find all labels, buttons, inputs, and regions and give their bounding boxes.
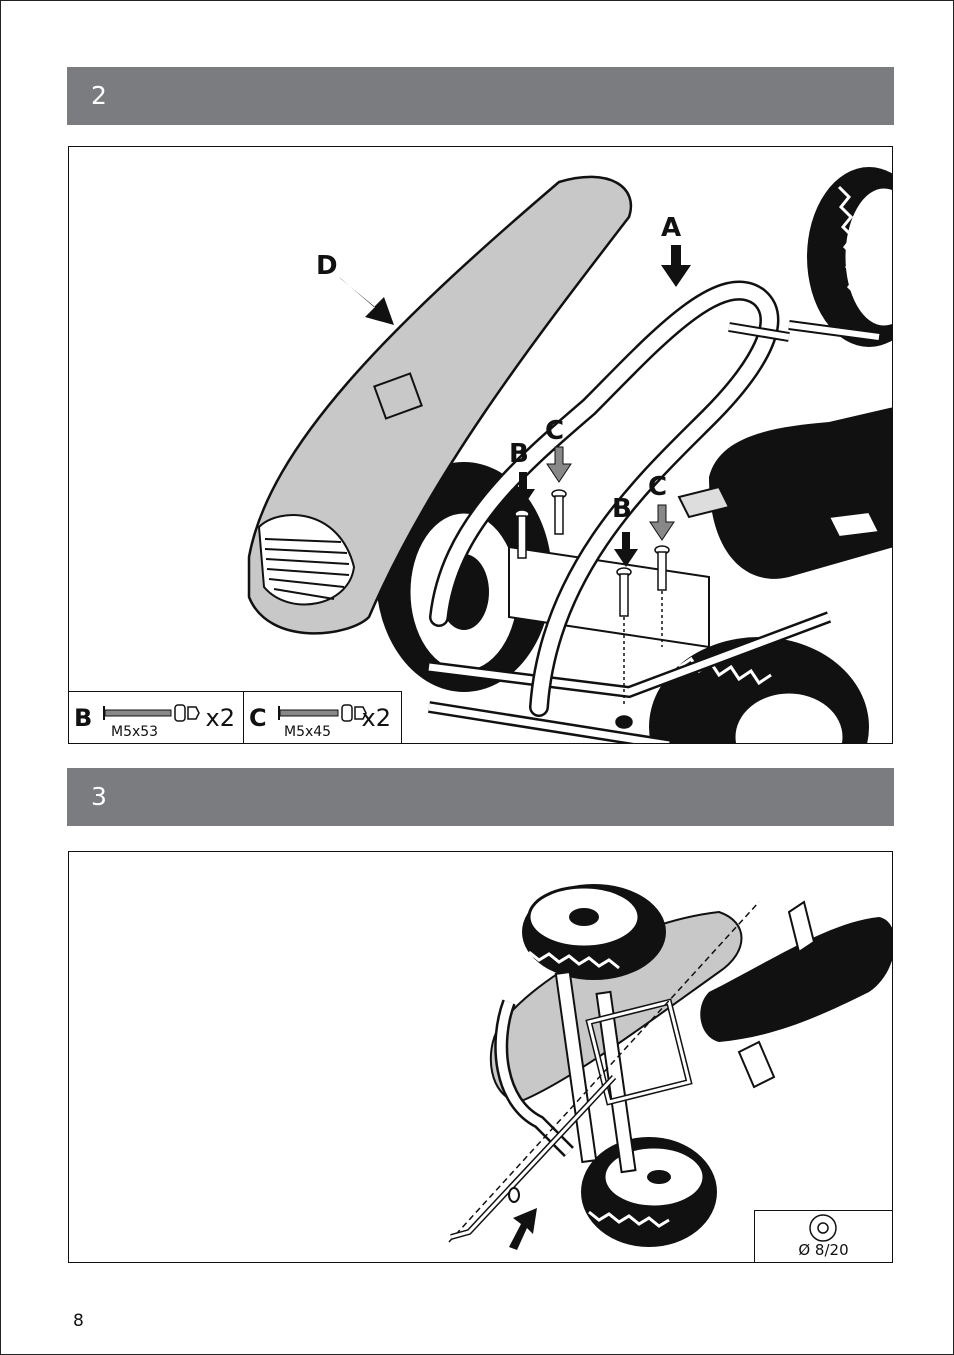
bottom-wheel bbox=[581, 1137, 717, 1247]
bolt-nut-icon bbox=[101, 702, 201, 726]
screw-size: M5x53 bbox=[111, 724, 158, 740]
rear-tyre-top bbox=[807, 167, 893, 347]
step-header-2: 2 bbox=[67, 67, 894, 125]
step-number: 2 bbox=[91, 81, 107, 110]
front-tyre-right bbox=[649, 637, 869, 744]
washer-legend: Ø 8/20 bbox=[754, 1210, 892, 1262]
step-2-assembly-drawing bbox=[69, 147, 893, 744]
part-c: C M5x45 x2 bbox=[244, 692, 399, 743]
screw-size: M5x45 bbox=[284, 724, 331, 740]
washer-size: Ø 8/20 bbox=[755, 1241, 892, 1259]
arrow-a-icon bbox=[661, 245, 691, 287]
step-3-illustration-panel: Ø 8/20 bbox=[68, 851, 893, 1263]
callout-b-1: B bbox=[509, 439, 529, 469]
washer-icon bbox=[808, 1213, 838, 1243]
step-2-illustration-panel: A D B C B C B M5x53 x2 C M5x45 x2 bbox=[68, 146, 893, 744]
top-wheel bbox=[522, 884, 666, 980]
step-number: 3 bbox=[91, 782, 107, 811]
part-qty: x2 bbox=[362, 704, 391, 732]
arrow-b2-icon bbox=[614, 532, 638, 567]
callout-b-2: B bbox=[612, 494, 632, 524]
callout-a: A bbox=[661, 213, 681, 243]
callout-c-1: C bbox=[545, 416, 564, 446]
parts-legend: B M5x53 x2 C M5x45 x2 bbox=[69, 691, 402, 743]
part-letter: B bbox=[74, 704, 98, 732]
step-3-assembly-drawing bbox=[69, 852, 893, 1263]
step-header-3: 3 bbox=[67, 768, 894, 826]
callout-d: D bbox=[316, 251, 338, 281]
callout-c-2: C bbox=[648, 472, 667, 502]
part-letter: C bbox=[249, 704, 273, 732]
part-b: B M5x53 x2 bbox=[69, 692, 244, 743]
arrow-c2-icon bbox=[650, 505, 674, 540]
page-number: 8 bbox=[73, 1311, 84, 1331]
part-qty: x2 bbox=[206, 704, 235, 732]
insert-arrow-icon bbox=[509, 1208, 537, 1250]
arrow-d-icon bbox=[339, 277, 394, 325]
